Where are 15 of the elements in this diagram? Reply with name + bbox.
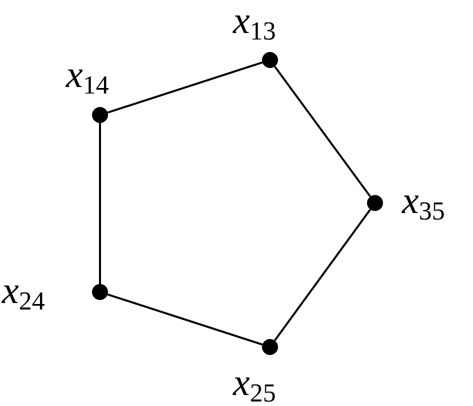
edge-line [99, 123, 101, 284]
vertex-dot [262, 52, 278, 68]
vertex-label: x$_{14}$ [66, 56, 109, 94]
vertex-label: x$_{24}$ [2, 272, 45, 310]
vertex-label: x$_{25}$ [233, 364, 276, 402]
vertex-dot [92, 284, 108, 300]
vertex-dot [92, 107, 108, 123]
vertex-dot [367, 195, 383, 211]
vertex-dot [262, 339, 278, 355]
edge-line [107, 62, 263, 114]
edge-line [107, 294, 263, 346]
vertex-label: x$_{35}$ [402, 182, 445, 220]
vertex-label: x$_{13}$ [233, 2, 276, 40]
edge-line [274, 208, 372, 342]
edge-line [274, 66, 372, 198]
